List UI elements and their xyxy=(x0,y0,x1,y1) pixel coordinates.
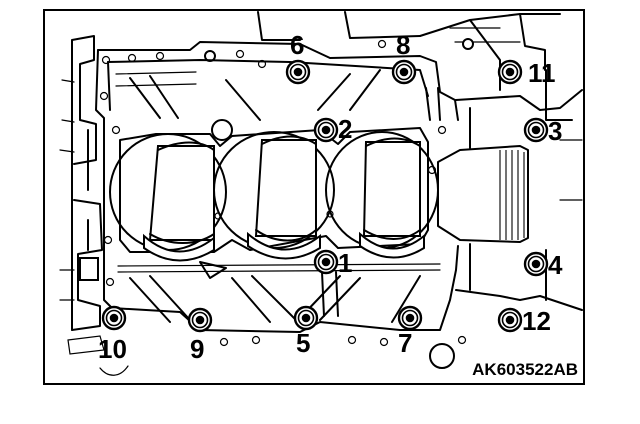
bolt-4 xyxy=(523,251,549,277)
bolt-3 xyxy=(523,117,549,143)
bolt-2 xyxy=(313,117,339,143)
bolt-label-11: 11 xyxy=(528,58,556,88)
bolt-label-1: 1 xyxy=(338,248,352,278)
bolt-5 xyxy=(293,305,319,331)
bolt-10 xyxy=(101,305,127,331)
bolt-label-10: 10 xyxy=(98,334,127,364)
bolt-7 xyxy=(397,305,423,331)
right-side-housing xyxy=(99,69,583,376)
bolt-9 xyxy=(187,307,213,333)
bolt-label-9: 9 xyxy=(190,334,204,364)
upper-structure xyxy=(204,11,561,91)
diagram-frame xyxy=(43,9,585,385)
bolt-label-12: 12 xyxy=(522,306,551,336)
bolt-label-6: 6 xyxy=(290,30,304,60)
bolt-12 xyxy=(497,307,523,333)
bolt-label-5: 5 xyxy=(296,328,310,358)
stiffening-ribs xyxy=(117,69,441,323)
bolt-label-4: 4 xyxy=(548,250,563,280)
cylinder-bores xyxy=(109,119,439,262)
bolt-label-3: 3 xyxy=(548,116,562,146)
figure-code: AK603522AB xyxy=(472,360,578,379)
flange-dots xyxy=(99,39,467,347)
bolt-1 xyxy=(313,249,339,275)
bolt-8 xyxy=(391,59,417,85)
bolt-11 xyxy=(497,59,523,85)
bolt-label-2: 2 xyxy=(338,114,352,144)
left-side-structure xyxy=(59,35,105,355)
bolt-label-7: 7 xyxy=(398,328,412,358)
bolt-label-8: 8 xyxy=(396,30,410,60)
bolts-layer xyxy=(101,59,549,333)
bolt-6 xyxy=(285,59,311,85)
